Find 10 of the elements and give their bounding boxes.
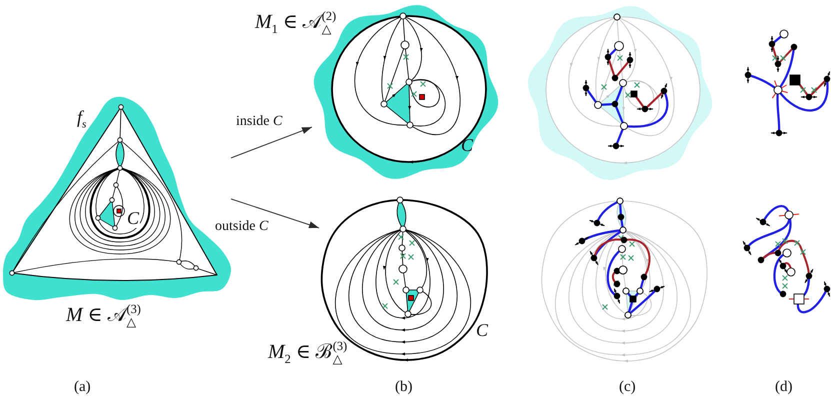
arrow <box>230 126 312 158</box>
math-label: C <box>461 136 474 155</box>
panel-label: (a) <box>74 380 91 396</box>
panel-label: (c) <box>619 380 636 396</box>
panel-label: (b) <box>395 380 412 396</box>
math-label: f$_{s}$ <box>77 108 86 127</box>
math-label: C <box>476 321 488 340</box>
arrow <box>230 198 320 228</box>
panel-label: (d) <box>775 380 792 396</box>
math-label: C <box>126 209 140 228</box>
